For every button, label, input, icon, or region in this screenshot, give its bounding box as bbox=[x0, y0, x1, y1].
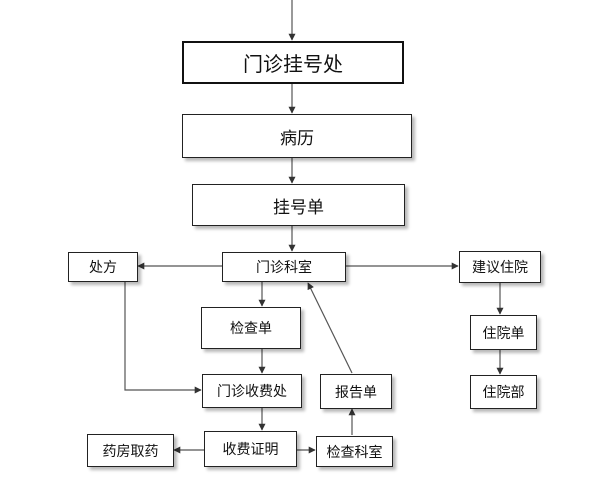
node-report-slip-label: 报告单 bbox=[335, 384, 377, 401]
node-exam-slip: 检查单 bbox=[201, 307, 301, 349]
node-inpatient-dept-label: 住院部 bbox=[482, 385, 525, 401]
node-medical-record: 病历 bbox=[182, 114, 412, 158]
node-registration-slip-label: 挂号单 bbox=[273, 197, 324, 218]
node-admission-slip: 住院单 bbox=[470, 315, 537, 350]
node-payment-office-label: 门诊收费处 bbox=[217, 384, 287, 400]
node-registration-office: 门诊挂号处 bbox=[182, 41, 404, 84]
node-report-slip: 报告单 bbox=[320, 374, 392, 409]
node-hospitalization-advice-label: 建议住院 bbox=[472, 260, 528, 276]
node-prescription: 处方 bbox=[68, 252, 138, 282]
node-prescription-label: 处方 bbox=[89, 260, 117, 276]
node-exam-dept: 检查科室 bbox=[316, 436, 393, 467]
node-exam-dept-label: 检查科室 bbox=[326, 444, 383, 461]
node-payment-receipt-label: 收费证明 bbox=[222, 442, 279, 458]
node-hospitalization-advice: 建议住院 bbox=[459, 251, 541, 283]
node-registration-slip: 挂号单 bbox=[192, 184, 405, 226]
node-payment-receipt: 收费证明 bbox=[204, 431, 297, 467]
node-registration-office-label: 门诊挂号处 bbox=[243, 52, 343, 76]
node-outpatient-dept-label: 门诊科室 bbox=[256, 260, 312, 276]
node-pharmacy-pickup: 药房取药 bbox=[87, 434, 174, 467]
node-medical-record-label: 病历 bbox=[280, 128, 314, 149]
node-inpatient-dept: 住院部 bbox=[470, 375, 537, 409]
node-pharmacy-pickup-label: 药房取药 bbox=[102, 443, 159, 460]
node-exam-slip-label: 检查单 bbox=[230, 321, 272, 337]
edge-prescription-to-payment-office bbox=[124, 282, 202, 394]
node-admission-slip-label: 住院单 bbox=[482, 325, 525, 342]
node-payment-office: 门诊收费处 bbox=[202, 374, 302, 408]
node-outpatient-dept: 门诊科室 bbox=[222, 252, 346, 282]
edge-report-slip-to-outpatient-dept bbox=[307, 282, 353, 374]
